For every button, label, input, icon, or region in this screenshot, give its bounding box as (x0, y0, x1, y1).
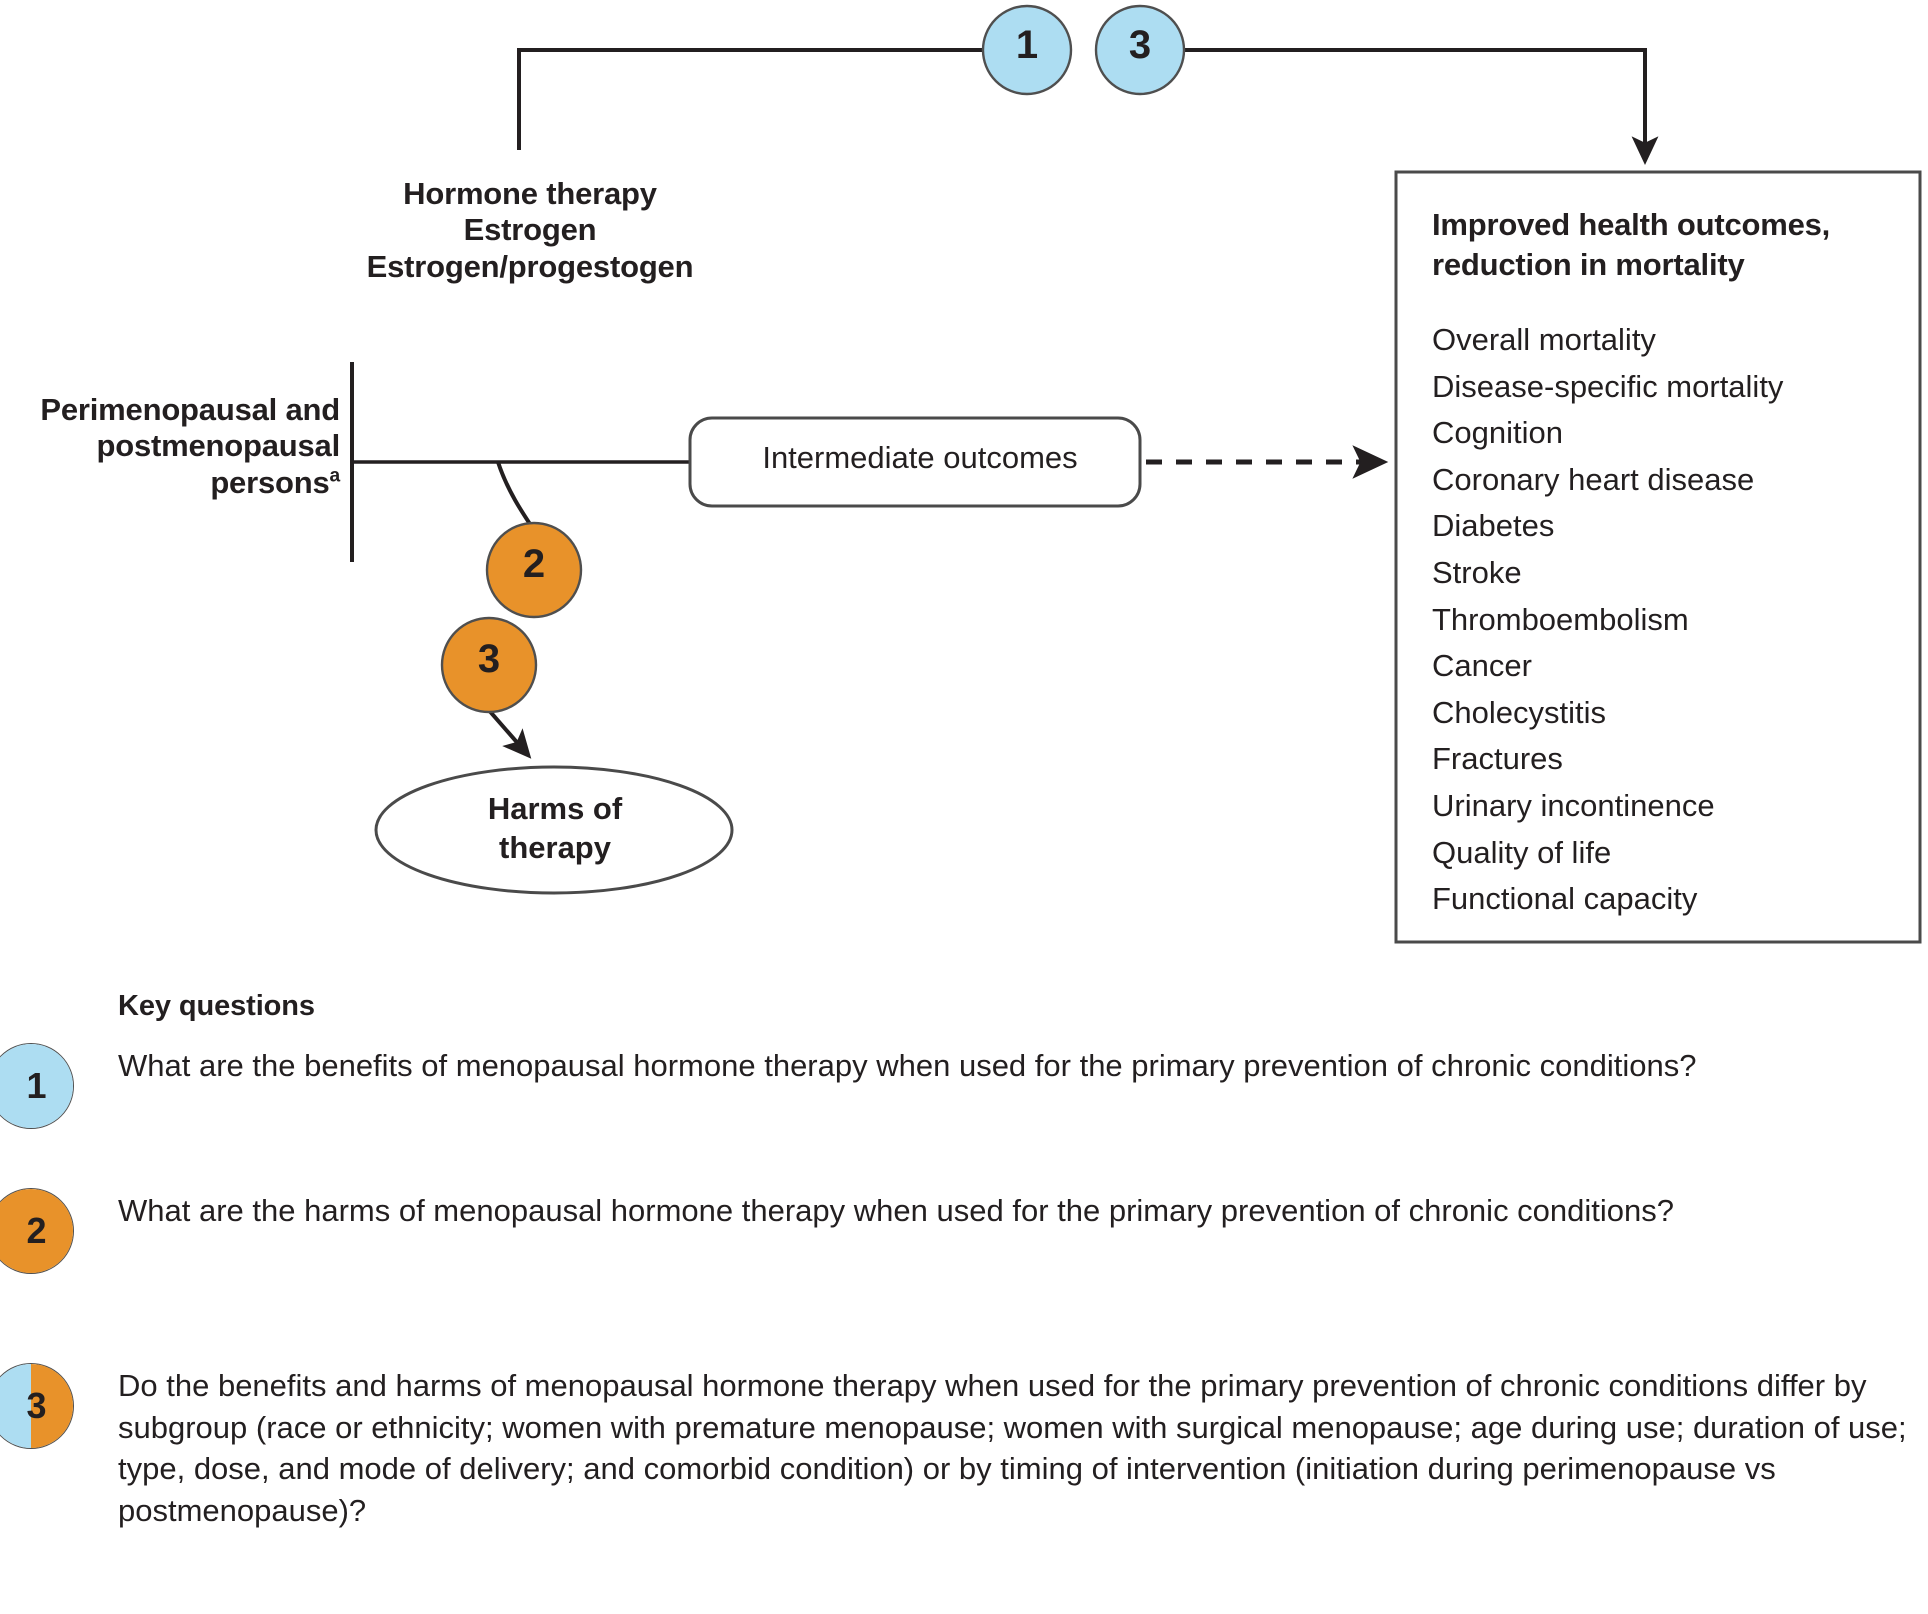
harms-badge-3 (440, 616, 538, 714)
key-question-badge-3: 3 (0, 1363, 74, 1449)
health-outcome-item: Fractures (1432, 741, 1563, 777)
intervention-label: Hormone therapy Estrogen Estrogen/proges… (366, 176, 694, 284)
health-outcomes-box (1394, 170, 1922, 944)
badge-half-left (0, 1044, 31, 1128)
badge-half-right (31, 1364, 73, 1448)
health-outcome-item: Stroke (1432, 554, 1522, 590)
badge-half-right (31, 1044, 73, 1128)
key-question-text: What are the benefits of menopausal horm… (118, 1048, 1697, 1083)
health-outcome-item: Cholecystitis (1432, 694, 1606, 730)
key-question-badge-1: 1 (0, 1043, 74, 1129)
badge-half-left (0, 1189, 31, 1273)
harms-badge-2-number: 2 (522, 542, 546, 586)
harms-badge-2 (485, 521, 583, 619)
health-outcome-item: Quality of life (1432, 834, 1612, 870)
harms-ellipse (374, 765, 734, 895)
health-outcome-item: Overall mortality (1432, 322, 1656, 357)
health-outcome-item: Cognition (1432, 415, 1563, 451)
top-badge-3 (1094, 4, 1186, 96)
population-label: Perimenopausal and postmenopausal person… (0, 392, 340, 501)
key-question-badge-2: 2 (0, 1188, 74, 1274)
key-question-badge-number: 3 (26, 1385, 47, 1426)
top-badge-3-number: 3 (1128, 23, 1152, 67)
health-outcome-item: Thromboembolism (1432, 601, 1689, 637)
key-question-badge-number: 1 (26, 1065, 47, 1106)
population-label-text: Perimenopausal and postmenopausal person… (40, 392, 340, 500)
key-question-text: What are the harms of menopausal hormone… (118, 1193, 1675, 1228)
key-question-badge-number: 2 (26, 1210, 47, 1251)
top-badge-1-number: 1 (1015, 23, 1039, 67)
badge-half-left (0, 1364, 31, 1448)
badge-half-right (31, 1189, 73, 1273)
health-outcome-item: Disease-specific mortality (1432, 368, 1784, 404)
key-questions-heading: Key questions (118, 990, 315, 1022)
health-outcome-item: Diabetes (1432, 508, 1555, 544)
harms-badge-3-number: 3 (477, 637, 501, 681)
health-outcome-item: Coronary heart disease (1432, 461, 1755, 497)
population-footnote-marker: a (329, 465, 341, 487)
health-outcome-item: Functional capacity (1432, 881, 1698, 917)
intermediate-outcomes-label: Intermediate outcomes (762, 440, 1078, 475)
overarching-arrow-path (517, 48, 1659, 165)
health-outcomes-title: Improved health outcomes, reduction in m… (1432, 207, 1831, 282)
harms-of-therapy-label: Harms of therapy (487, 791, 623, 865)
health-outcome-item: Cancer (1432, 648, 1532, 684)
top-badge-1 (981, 4, 1073, 96)
intermediate-outcomes-box (688, 416, 1142, 508)
key-question-text: Do the benefits and harms of menopausal … (118, 1368, 1907, 1528)
health-outcome-item: Urinary incontinence (1432, 787, 1715, 823)
